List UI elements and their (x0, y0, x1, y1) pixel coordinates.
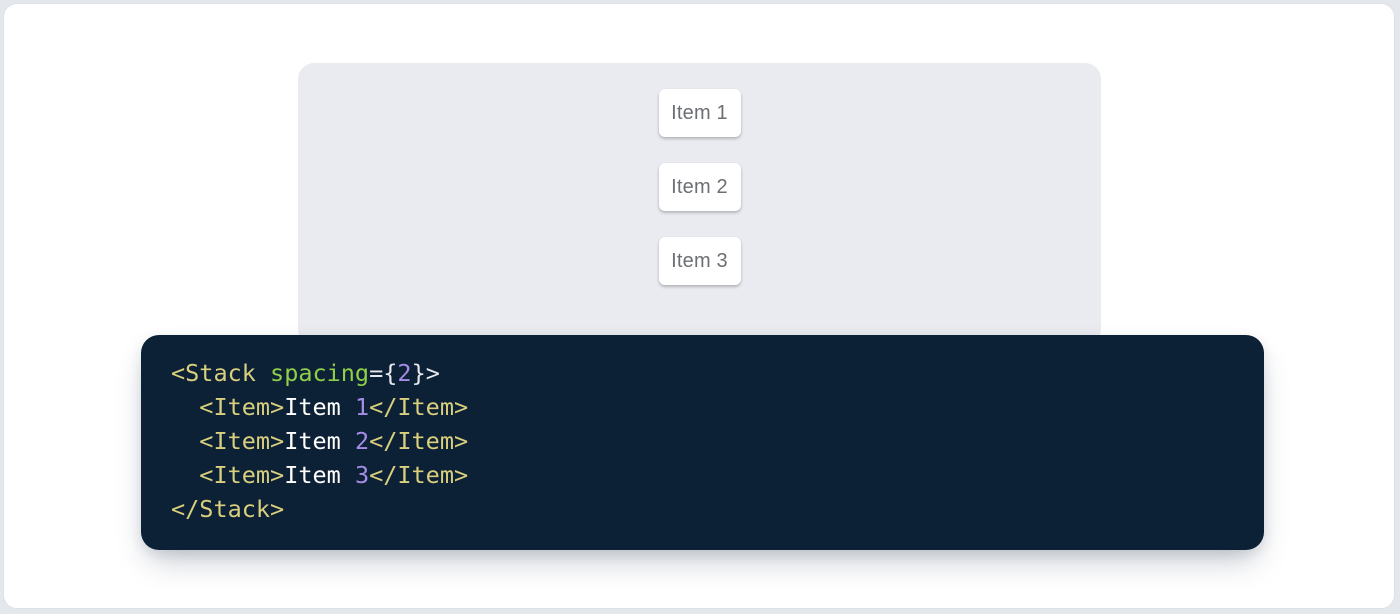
code-block: <Stack spacing={2}> <Item>Item 1</Item> … (141, 335, 1264, 550)
code-token-attr: spacing (270, 359, 370, 387)
code-token-plain (171, 427, 199, 455)
code-token-plain (171, 461, 199, 489)
code-token-tag: <Item> (199, 393, 285, 421)
code-line: <Stack spacing={2}> (171, 356, 1234, 390)
code-token-tag: </Item> (369, 393, 469, 421)
code-token-tag: </Item> (369, 427, 469, 455)
code-token-plain: Item (284, 461, 355, 489)
code-token-number: 2 (397, 359, 412, 387)
demo-panel: Item 1 Item 2 Item 3 (298, 63, 1101, 345)
code-line: <Item>Item 3</Item> (171, 458, 1234, 492)
code-token-punct: > (425, 359, 440, 387)
code-line: <Item>Item 2</Item> (171, 424, 1234, 458)
code-token-tag: </Stack> (171, 495, 285, 523)
stack-item: Item 3 (658, 237, 741, 285)
code-token-plain: Item (284, 393, 355, 421)
code-token-number: 3 (354, 461, 370, 489)
code-token-number: 1 (354, 393, 370, 421)
code-token-tag: <Stack (171, 359, 271, 387)
code-token-punct: { (383, 359, 398, 387)
code-token-punct: = (369, 359, 384, 387)
code-token-punct: } (411, 359, 426, 387)
demo-stack: Item 1 Item 2 Item 3 (298, 63, 1101, 285)
code-token-tag: <Item> (199, 427, 285, 455)
stack-item: Item 2 (658, 163, 741, 211)
code-token-number: 2 (354, 427, 370, 455)
stack-item: Item 1 (658, 89, 741, 137)
code-token-plain: Item (284, 427, 355, 455)
code-token-plain (171, 393, 199, 421)
code-token-tag: </Item> (369, 461, 469, 489)
code-line: </Stack> (171, 492, 1234, 526)
code-token-tag: <Item> (199, 461, 285, 489)
code-content: <Stack spacing={2}> <Item>Item 1</Item> … (171, 356, 1234, 526)
code-line: <Item>Item 1</Item> (171, 390, 1234, 424)
